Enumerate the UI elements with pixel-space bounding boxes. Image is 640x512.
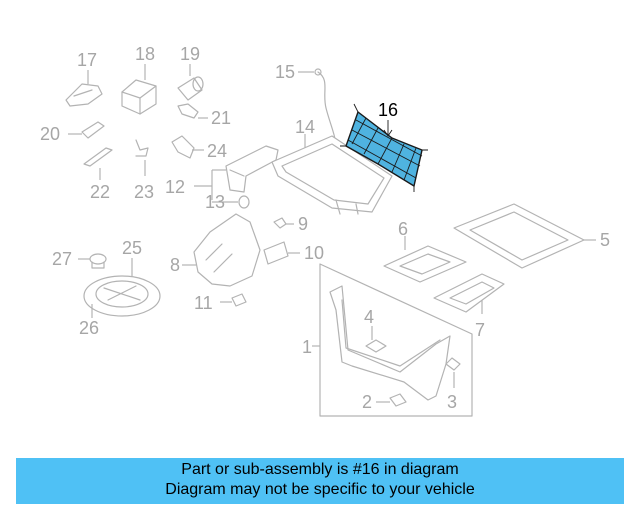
callout-13: 13: [205, 192, 225, 212]
banner-line-2: Diagram may not be specific to your vehi…: [165, 481, 475, 498]
part-11: 11: [194, 293, 247, 313]
part-27: 27: [52, 249, 107, 269]
part-6: 6: [383, 219, 467, 283]
part-5: 5: [453, 203, 610, 269]
callout-19: 19: [180, 44, 200, 64]
callout-15: 15: [275, 62, 295, 82]
part-19: 19: [177, 44, 204, 101]
part-2: 2: [362, 392, 407, 412]
callout-12: 12: [165, 177, 185, 197]
part-10: 10: [263, 241, 324, 265]
callout-21: 21: [211, 108, 231, 128]
callout-27: 27: [52, 249, 72, 269]
callout-22: 22: [90, 182, 110, 202]
part-12: 12: [165, 145, 279, 200]
callout-8: 8: [170, 255, 180, 275]
part-24: 24: [171, 135, 227, 161]
part-8: 8: [170, 213, 261, 287]
callout-11: 11: [194, 293, 213, 313]
part-16-cargo-net: 16: [340, 100, 428, 192]
callout-7: 7: [475, 320, 485, 340]
banner-line-1: Part or sub-assembly is #16 in diagram: [181, 461, 459, 478]
callout-14: 14: [295, 117, 315, 137]
rear-trim-panel: [329, 285, 451, 401]
callout-5: 5: [600, 230, 610, 250]
part-21: 21: [177, 103, 231, 128]
callout-24: 24: [207, 141, 227, 161]
part-1: 1: [302, 263, 473, 417]
part-14: 14: [271, 117, 393, 215]
part-20: 20: [40, 121, 105, 144]
callout-3: 3: [447, 392, 457, 412]
part-25: 25: [83, 238, 161, 317]
callout-6: 6: [398, 219, 408, 239]
callout-23: 23: [134, 182, 154, 202]
callout-10: 10: [304, 243, 324, 263]
part-7: 7: [433, 273, 505, 340]
callout-4: 4: [364, 307, 374, 327]
callout-16: 16: [378, 100, 398, 120]
callout-2: 2: [362, 392, 372, 412]
callout-25: 25: [122, 238, 142, 258]
part-13: 13: [205, 192, 250, 212]
info-banner: Part or sub-assembly is #16 in diagram D…: [16, 458, 624, 504]
callout-26: 26: [79, 318, 99, 338]
part-23: 23: [134, 139, 154, 202]
callout-9: 9: [298, 214, 308, 234]
part-9: 9: [273, 214, 308, 234]
callout-20: 20: [40, 124, 60, 144]
part-22: 22: [83, 147, 113, 202]
part-3: 3: [445, 357, 461, 412]
part-17: 17: [65, 50, 103, 107]
part-18: 18: [121, 44, 157, 115]
callout-17: 17: [77, 50, 97, 70]
callout-18: 18: [135, 44, 155, 64]
callout-1: 1: [302, 337, 312, 357]
part-26: 26: [79, 304, 99, 338]
part-4: 4: [364, 307, 387, 353]
